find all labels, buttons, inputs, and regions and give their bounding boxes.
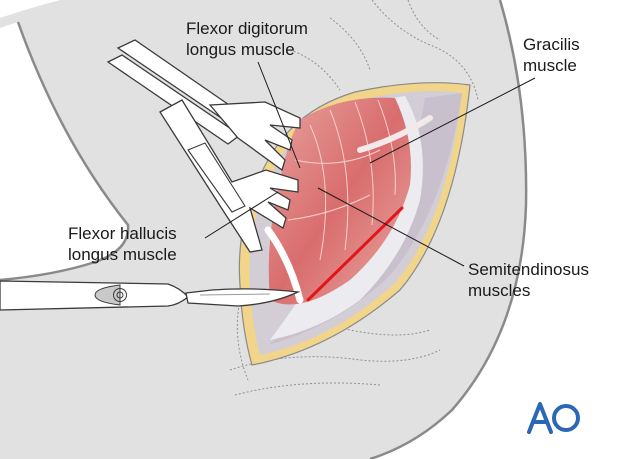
- label-line: muscles: [468, 281, 531, 300]
- retractor-handle: [159, 99, 299, 253]
- incision-line: [306, 206, 404, 302]
- leader-lines: [204, 61, 536, 267]
- ao-logo: [527, 402, 580, 434]
- label-flexor-hallucis-longus: Flexor hallucis longus muscle: [68, 223, 177, 265]
- scalpel: [0, 280, 301, 311]
- label-line: longus muscle: [186, 40, 295, 59]
- leader-semitendinosus: [317, 187, 465, 267]
- label-line: muscle: [523, 56, 577, 75]
- muscle-fibers: [287, 99, 396, 261]
- muscle-mass: [268, 97, 411, 305]
- limb-outline-outer: [369, 0, 528, 459]
- gracilis-tendon: [357, 115, 433, 153]
- leader-flexor-hallucis: [204, 191, 279, 239]
- label-semitendinosus: Semitendinosus muscles: [468, 259, 589, 301]
- limb-outline-inner: [0, 21, 130, 282]
- label-line: Flexor hallucis: [68, 224, 177, 243]
- label-line: Gracilis: [523, 35, 580, 54]
- label-flexor-digitorum-longus: Flexor digitorum longus muscle: [186, 18, 308, 60]
- label-line: longus muscle: [68, 245, 177, 264]
- leader-gracilis: [369, 77, 536, 164]
- label-gracilis: Gracilis muscle: [523, 34, 580, 76]
- label-line: Semitendinosus: [468, 260, 589, 279]
- leader-flexor-digitorum: [257, 61, 301, 169]
- label-line: Flexor digitorum: [186, 19, 308, 38]
- retractor-forceps: [106, 39, 301, 172]
